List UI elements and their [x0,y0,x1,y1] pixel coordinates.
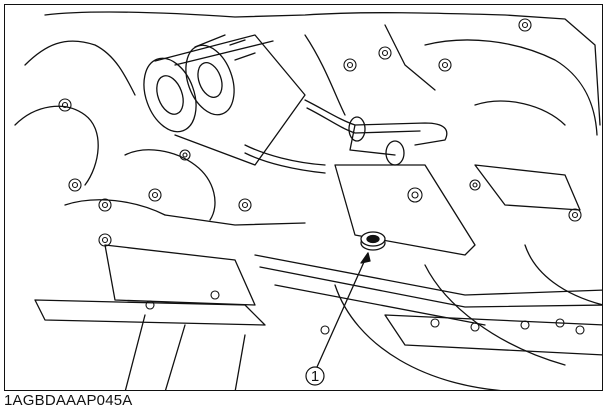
pipe [244,99,448,174]
oil-filter [143,34,306,166]
cross-member [254,254,602,356]
oil-filter-secondary [185,34,256,116]
bolt-set [58,18,585,335]
callout-number: 1 [311,368,319,385]
engine-block [14,11,601,226]
figure-code: 1AGBDAAAP045A [4,392,133,409]
callout-leader [316,252,371,368]
drain-plug [360,231,386,251]
illustration-frame: 1 [4,4,603,391]
callout-marker: 1 [305,366,325,386]
bracket [34,164,581,390]
wheel-arc [334,244,602,390]
engine-underside-illustration: 1 [14,11,602,390]
